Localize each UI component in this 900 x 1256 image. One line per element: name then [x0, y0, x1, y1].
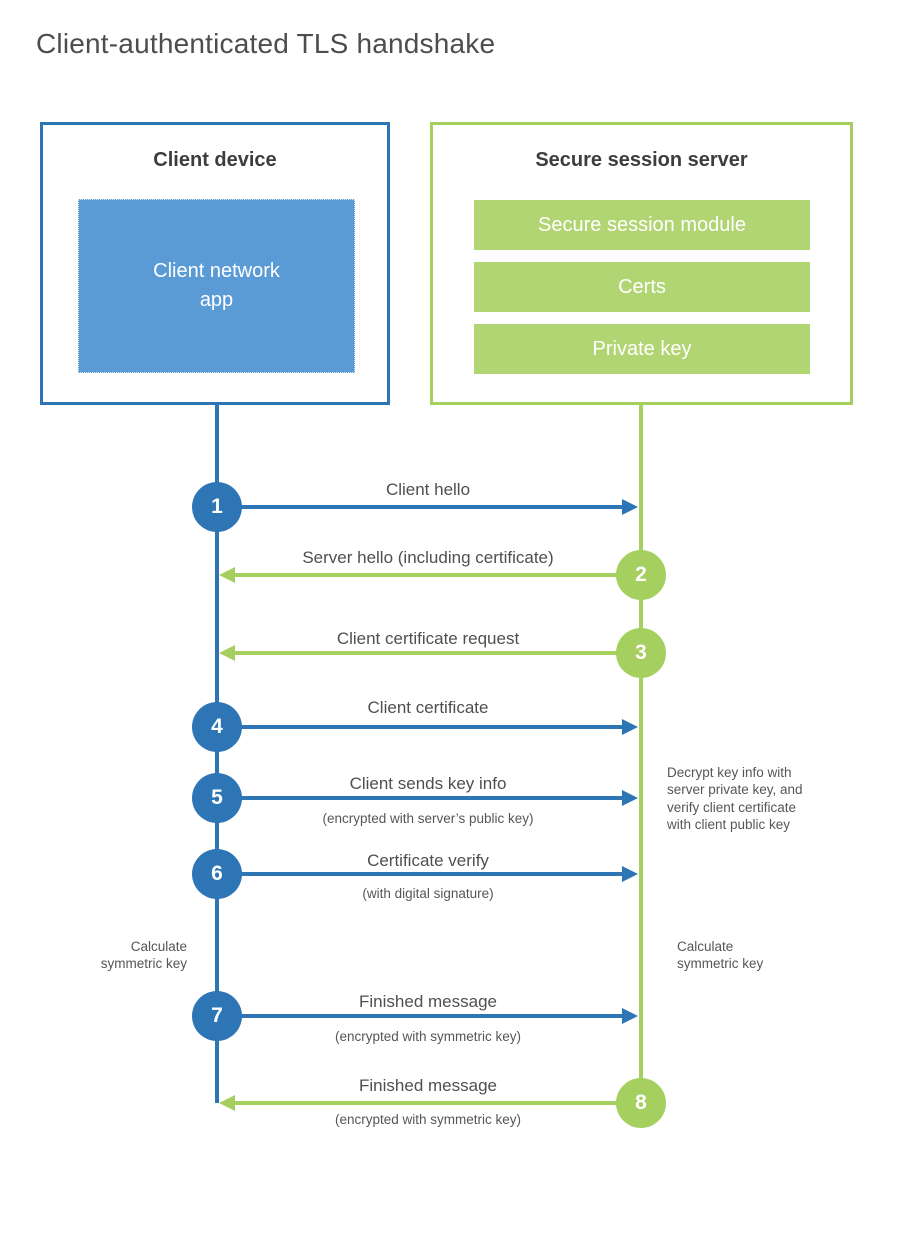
- step-arrow-shaft: [220, 796, 622, 800]
- arrow-right-icon: [622, 499, 638, 515]
- step-arrow-shaft: [235, 1101, 640, 1105]
- step-label: Client sends key info: [349, 774, 507, 793]
- step-arrow-shaft: [220, 725, 622, 729]
- arrow-right-icon: [622, 790, 638, 806]
- arrow-right-icon: [622, 719, 638, 735]
- step-badge: 6: [192, 849, 242, 899]
- step-label: Server hello (including certificate): [302, 548, 554, 567]
- step-label: Certificate verify: [367, 851, 489, 870]
- server-module-bar: Private key: [474, 324, 810, 374]
- client-device-title: Client device: [153, 149, 277, 171]
- note-calculate-symmetric-key-client: Calculate symmetric key: [100, 939, 187, 972]
- step-arrow-shaft: [235, 573, 640, 577]
- step-badge: 2: [616, 550, 666, 600]
- client-lifeline: [215, 404, 219, 1103]
- note-calculate-symmetric-key-server: Calculate symmetric key: [677, 939, 764, 972]
- step-badge: 8: [616, 1078, 666, 1128]
- client-network-app-box: Client network app: [78, 199, 355, 373]
- server-module-label: Private key: [592, 338, 692, 360]
- arrow-left-icon: [219, 1095, 235, 1111]
- step-badge: 4: [192, 702, 242, 752]
- step-sublabel: (encrypted with server’s public key): [322, 811, 534, 826]
- server-module-label: Certs: [618, 276, 666, 298]
- server-lifeline: [639, 404, 643, 1103]
- page-title: Client-authenticated TLS handshake: [36, 28, 496, 59]
- step-sublabel: (encrypted with symmetric key): [334, 1112, 522, 1127]
- step-label: Finished message: [359, 992, 497, 1011]
- step-label: Client hello: [385, 480, 471, 499]
- step-sublabel: (encrypted with symmetric key): [334, 1029, 522, 1044]
- step-label: Client certificate: [367, 698, 489, 717]
- server-module-bar: Secure session module: [474, 200, 810, 250]
- step-badge: 7: [192, 991, 242, 1041]
- arrow-left-icon: [219, 645, 235, 661]
- step-arrow-shaft: [220, 505, 622, 509]
- client-network-app-label: Client network app: [153, 260, 280, 311]
- step-arrow-shaft: [220, 1014, 622, 1018]
- step-label: Client certificate request: [336, 629, 520, 648]
- step-label: Finished message: [359, 1076, 497, 1095]
- arrow-right-icon: [622, 1008, 638, 1024]
- secure-session-server-title: Secure session server: [535, 149, 748, 171]
- arrow-right-icon: [622, 866, 638, 882]
- step-sublabel: (with digital signature): [362, 886, 494, 901]
- step-badge: 1: [192, 482, 242, 532]
- server-module-bar: Certs: [474, 262, 810, 312]
- step-arrow-shaft: [235, 651, 640, 655]
- step-badge: 5: [192, 773, 242, 823]
- step-arrow-shaft: [220, 872, 622, 876]
- note-decrypt-key-info: Decrypt key info with server private key…: [667, 765, 803, 832]
- arrow-left-icon: [219, 567, 235, 583]
- server-module-label: Secure session module: [538, 214, 746, 236]
- step-badge: 3: [616, 628, 666, 678]
